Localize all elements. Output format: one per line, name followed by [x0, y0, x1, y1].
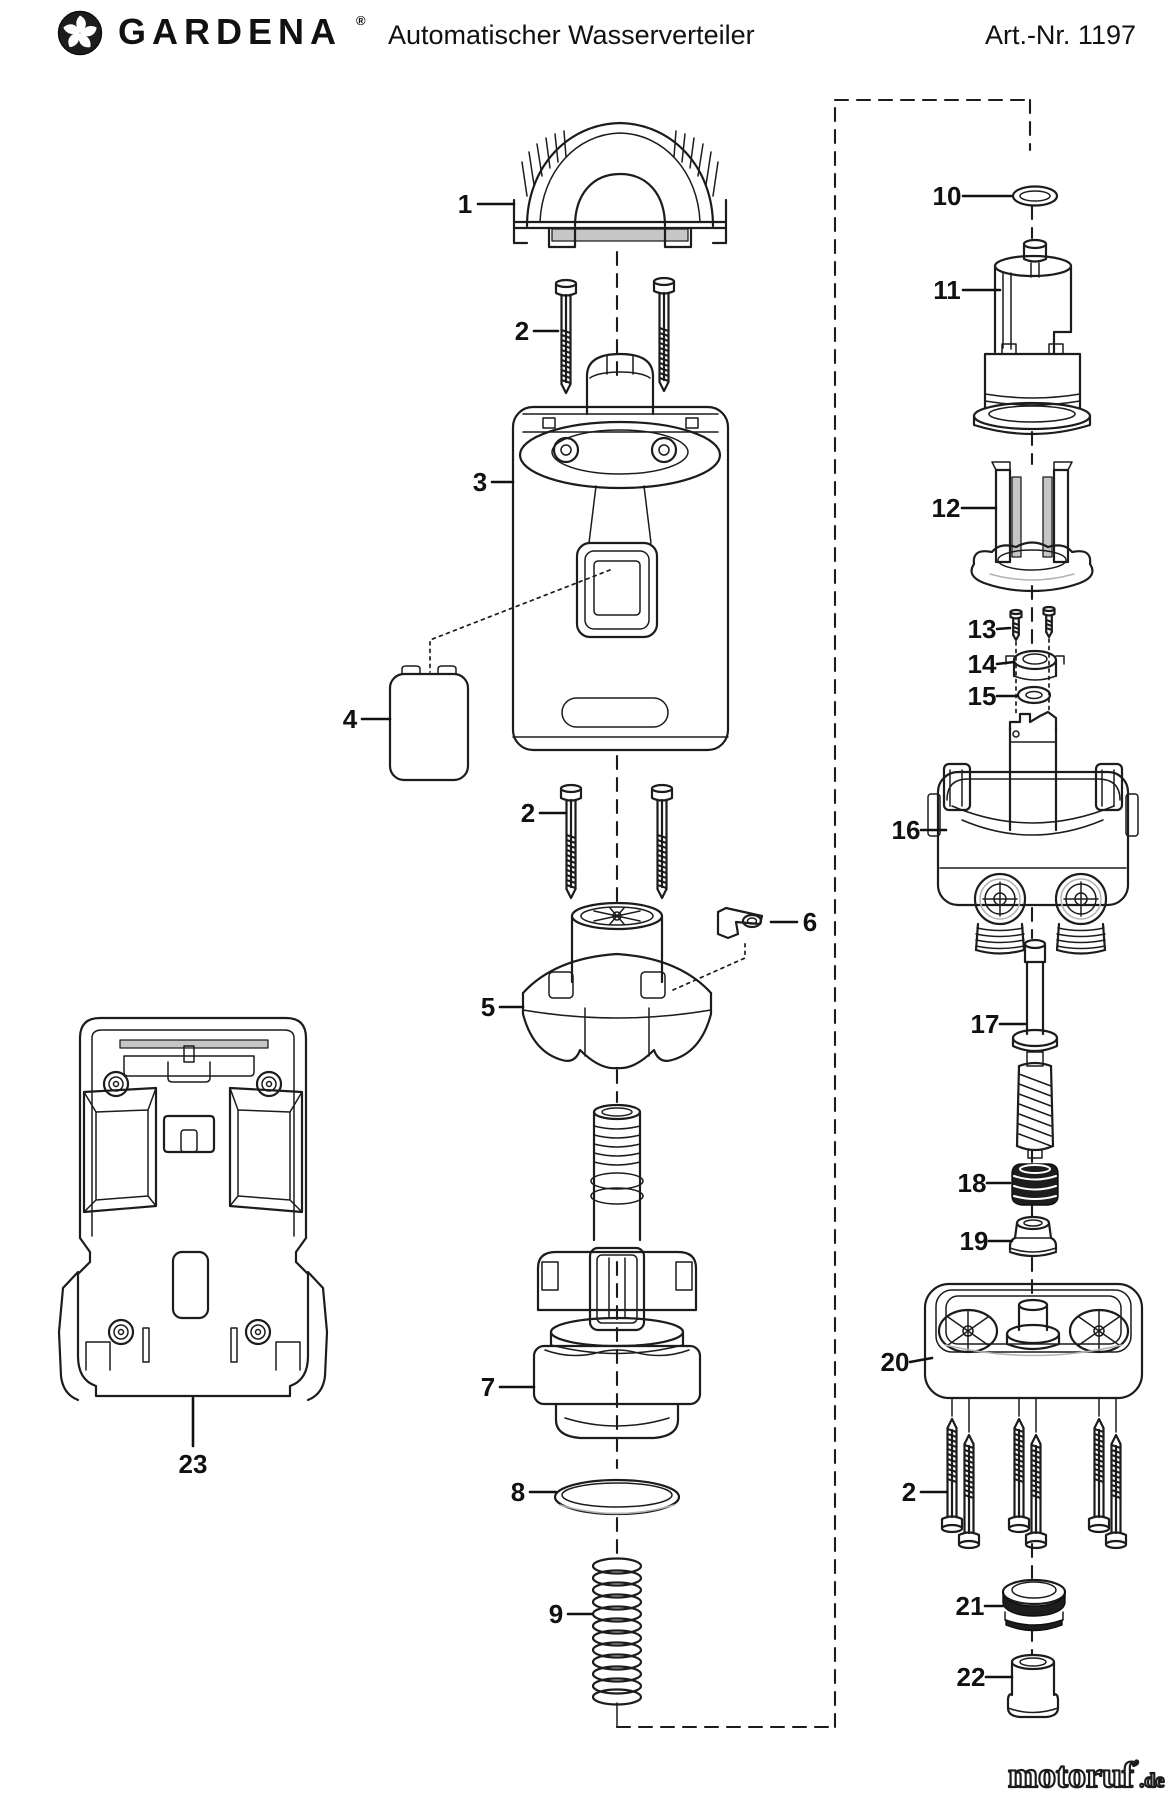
registered-mark: ® [356, 13, 366, 28]
watermark-tick: ’ [1134, 1758, 1139, 1775]
svg-text:12: 12 [932, 493, 961, 523]
callout-23: 23 [179, 1396, 208, 1479]
callout-8: 8 [511, 1477, 558, 1507]
header: GARDENA ® Automatischer Wasserverteiler … [57, 10, 1136, 56]
part-2-screws-top [554, 276, 676, 395]
part-11-valve-piston [972, 238, 1092, 436]
watermark-letter: f [1122, 1755, 1135, 1795]
watermark-letter: o [1068, 1755, 1086, 1795]
part-12-cage [970, 461, 1094, 593]
svg-text:6: 6 [803, 907, 817, 937]
svg-text:21: 21 [956, 1591, 985, 1621]
svg-text:14: 14 [968, 649, 997, 679]
part-21-seal-ring [1001, 1578, 1067, 1632]
callout-21: 21 [956, 1591, 1005, 1621]
diagram-drawing: 1 2 3 4 2 5 6 7 8 9 10 11 12 13 14 15 16… [57, 98, 1166, 1796]
part-3-housing [511, 352, 730, 752]
callout-9: 9 [549, 1599, 594, 1629]
assembly-axis-lines [615, 98, 1034, 1729]
callout-17: 17 [971, 1009, 1027, 1039]
callout-4: 4 [343, 704, 392, 734]
part-22-sleeve [1006, 1653, 1060, 1719]
article-number: Art.-Nr. 1197 [985, 20, 1136, 50]
part-18-grommet [1011, 1163, 1059, 1206]
callout-6: 6 [769, 907, 817, 937]
callout-18: 18 [958, 1168, 1012, 1198]
callout-13: 13 [968, 614, 1012, 644]
svg-text:1: 1 [458, 189, 472, 219]
callout-5: 5 [481, 992, 525, 1022]
svg-text:8: 8 [511, 1477, 525, 1507]
svg-text:17: 17 [971, 1009, 1000, 1039]
product-title: Automatischer Wasserverteiler [388, 20, 755, 50]
watermark-motoruf: motoruf’.de [1008, 1755, 1164, 1795]
svg-text:13: 13 [968, 614, 997, 644]
svg-text:2: 2 [515, 316, 529, 346]
svg-text:19: 19 [960, 1226, 989, 1256]
svg-text:7: 7 [481, 1372, 495, 1402]
callout-15: 15 [968, 681, 1019, 711]
callout-12: 12 [932, 493, 998, 523]
part-16-outlet-manifold [927, 710, 1139, 955]
part-20-gear-housing [923, 1282, 1144, 1433]
svg-text:5: 5 [481, 992, 495, 1022]
svg-text:16: 16 [892, 815, 921, 845]
battery-locator-line [429, 569, 611, 673]
gardena-logo-icon [57, 10, 103, 56]
callout-22: 22 [957, 1662, 1014, 1692]
callout-14: 14 [968, 649, 1016, 679]
callout-3: 3 [473, 467, 515, 497]
svg-text:23: 23 [179, 1449, 208, 1479]
svg-text:2: 2 [902, 1477, 916, 1507]
watermark-letter: m [1008, 1755, 1038, 1795]
callout-1: 1 [458, 189, 516, 219]
part-17-worm-shaft [1011, 938, 1059, 1159]
part-13-screws-small [1009, 605, 1056, 715]
part-8-o-ring [553, 1478, 681, 1516]
part-9-spring [591, 1557, 643, 1706]
part-23-wall-bracket [57, 1016, 329, 1402]
svg-text:10: 10 [933, 181, 962, 211]
part-10-o-ring-small [1011, 185, 1059, 207]
svg-text:11: 11 [933, 275, 961, 305]
watermark-suffix: .de [1139, 1770, 1164, 1792]
latch-locator-line [672, 939, 746, 991]
svg-text:2: 2 [521, 798, 535, 828]
part-7-valve-unit [532, 1103, 702, 1440]
callout-19: 19 [960, 1226, 1014, 1256]
part-14-bushing-cap [1005, 649, 1065, 681]
part-2-screws-bottom [940, 1417, 1128, 1550]
callout-16: 16 [892, 815, 948, 845]
svg-text:15: 15 [968, 681, 997, 711]
watermark-letter: u [1102, 1755, 1122, 1795]
callout-20: 20 [881, 1347, 934, 1377]
callout-2-middle: 2 [521, 798, 568, 828]
callout-2-top: 2 [515, 316, 560, 346]
callout-7: 7 [481, 1372, 536, 1402]
watermark-letter: o [1038, 1755, 1056, 1795]
svg-text:3: 3 [473, 467, 487, 497]
callout-2-bottom: 2 [902, 1477, 949, 1507]
svg-text:18: 18 [958, 1168, 987, 1198]
part-5-distributor-cam [521, 901, 713, 1070]
part-1-cover-cap [512, 121, 728, 249]
svg-text:22: 22 [957, 1662, 986, 1692]
svg-text:9: 9 [549, 1599, 563, 1629]
watermark-letter: r [1086, 1755, 1102, 1795]
part-6-latch [716, 906, 764, 940]
callouts: 1 2 3 4 2 5 6 7 8 9 10 11 12 13 14 15 16… [179, 181, 1027, 1692]
svg-text:20: 20 [881, 1347, 910, 1377]
callout-11: 11 [933, 275, 1002, 305]
brand-name: GARDENA [118, 11, 342, 52]
callout-10: 10 [933, 181, 1013, 211]
part-4-battery [388, 665, 470, 782]
watermark-letter: t [1056, 1755, 1068, 1795]
part-19-bushing [1008, 1215, 1058, 1258]
svg-text:4: 4 [343, 704, 358, 734]
part-15-washer [1016, 685, 1052, 705]
